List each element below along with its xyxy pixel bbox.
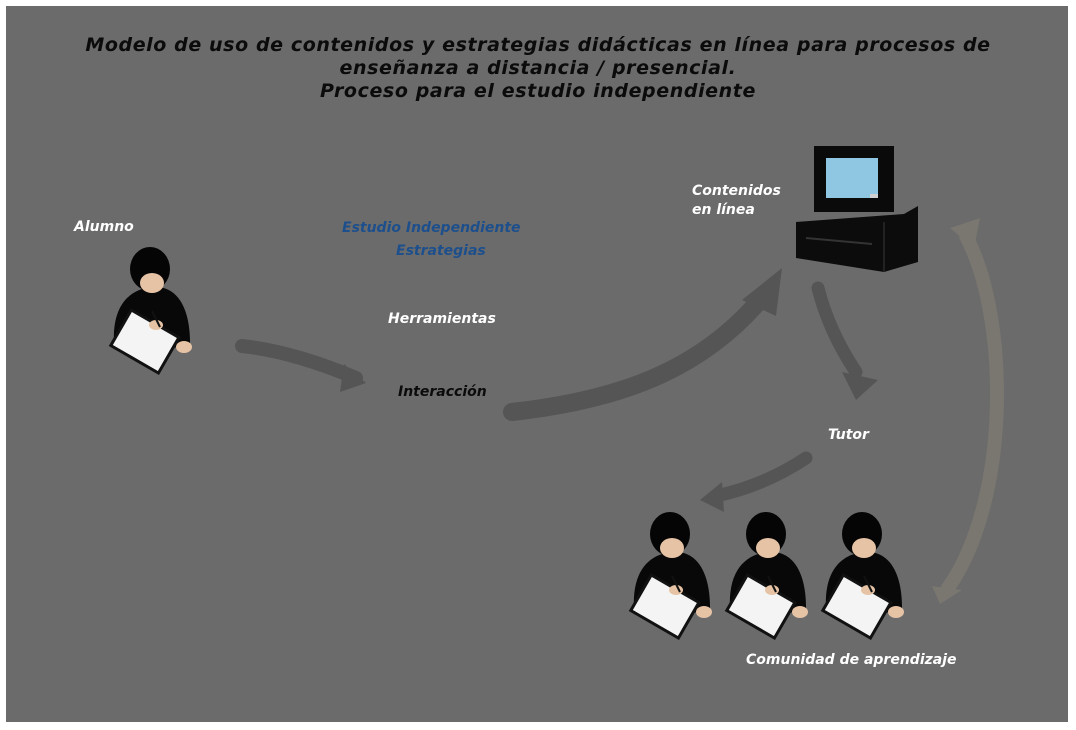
- label-estudio-independiente: Estudio Independiente: [342, 220, 521, 236]
- arrow-tutor-to-comunidad: [700, 451, 813, 512]
- label-herramientas: Herramientas: [388, 311, 496, 327]
- title-line-3: Proceso para el estudio independiente: [320, 80, 756, 102]
- label-contenidos: Contenidos: [692, 183, 781, 199]
- arrow-comunidad-contenidos-bidirectional: [932, 218, 1005, 604]
- label-interaccion: Interacción: [398, 384, 487, 400]
- student-icon-comunidad-2: [723, 511, 809, 642]
- arrow-interaccion-to-contenidos: [503, 268, 782, 421]
- label-estrategias: Estrategias: [396, 243, 486, 259]
- arrow-contenidos-to-tutor: [811, 281, 878, 400]
- title-line-1: Modelo de uso de contenidos y estrategia…: [85, 34, 991, 56]
- student-icon-comunidad-1: [627, 511, 713, 642]
- computer-icon: [796, 146, 918, 272]
- label-alumno: Alumno: [74, 219, 134, 235]
- student-icon-comunidad-3: [819, 511, 905, 642]
- label-comunidad-de-aprendizaje: Comunidad de aprendizaje: [746, 652, 957, 668]
- label-en-linea: en línea: [692, 202, 755, 218]
- student-icon-alumno: [107, 246, 193, 377]
- label-tutor: Tutor: [828, 427, 869, 443]
- title-line-2: enseñanza a distancia / presencial.: [339, 57, 737, 79]
- arrow-alumno-to-interaccion: [235, 339, 366, 392]
